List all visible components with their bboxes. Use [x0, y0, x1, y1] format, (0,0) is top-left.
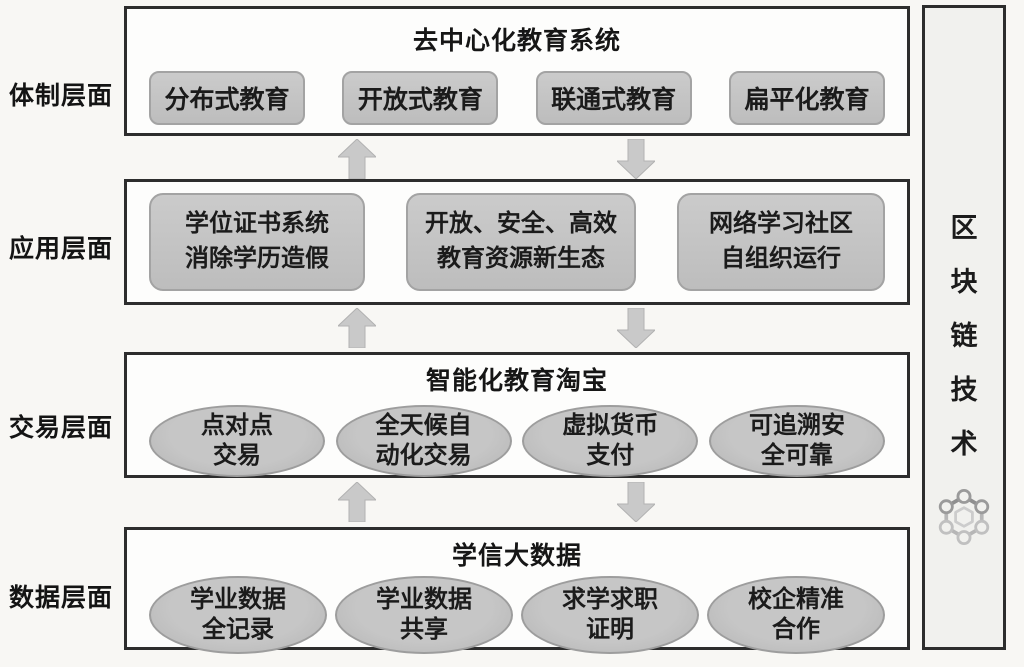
layer-label-transaction: 交易层面: [8, 415, 113, 442]
arrow-up-icon: [338, 482, 376, 522]
blockchain-sidebar-title: 区 块 链 技 术: [951, 206, 978, 461]
arrow-down-icon: [617, 308, 655, 348]
layer-box-application: 学位证书系统 消除学历造假 开放、安全、高效 教育资源新生态 网络学习社区 自组…: [124, 179, 910, 305]
diagram-node: 开放式教育: [342, 71, 499, 125]
sidebar-char: 链: [950, 321, 978, 351]
transaction-node-row: 点对点 交易 全天候自 动化交易 虚拟货币 支付 可追溯安 全可靠: [127, 405, 907, 477]
layer-label-institution: 体制层面: [8, 83, 113, 110]
layer-box-transaction: 智能化教育淘宝 点对点 交易 全天候自 动化交易 虚拟货币 支付 可追溯安 全可…: [124, 352, 910, 478]
diagram-node: 求学求职 证明: [521, 576, 699, 654]
institution-node-row: 分布式教育 开放式教育 联通式教育 扁平化教育: [127, 71, 907, 125]
layer-title-transaction: 智能化教育淘宝: [425, 368, 608, 395]
diagram-node: 学业数据 全记录: [149, 576, 327, 654]
diagram-node: 分布式教育: [149, 71, 305, 125]
blockchain-hexagon-icon: [938, 489, 990, 545]
sidebar-char: 区: [950, 213, 978, 243]
diagram-node: 学业数据 共享: [335, 576, 513, 654]
diagram-node: 虚拟货币 支付: [522, 405, 699, 477]
diagram-node: 全天候自 动化交易: [335, 405, 512, 477]
arrow-up-icon: [338, 308, 376, 348]
diagram-node: 学位证书系统 消除学历造假: [149, 193, 365, 291]
diagram-node: 联通式教育: [535, 71, 692, 125]
arrow-down-icon: [617, 482, 655, 522]
layer-label-data: 数据层面: [8, 585, 113, 612]
diagram-node: 开放、安全、高效 教育资源新生态: [406, 193, 636, 291]
arrow-down-icon: [617, 139, 655, 179]
diagram-node: 点对点 交易: [149, 405, 325, 477]
data-node-row: 学业数据 全记录 学业数据 共享 求学求职 证明 校企精准 合作: [127, 576, 907, 654]
diagram-node: 校企精准 合作: [707, 576, 885, 654]
layer-label-application: 应用层面: [8, 236, 113, 263]
sidebar-char: 技: [950, 375, 978, 405]
diagram-node: 可追溯安 全可靠: [708, 405, 885, 477]
blockchain-sidebar: 区 块 链 技 术: [922, 5, 1006, 650]
layer-title-data: 学信大数据: [451, 543, 582, 570]
layer-title-institution: 去中心化教育系统: [412, 28, 621, 55]
sidebar-char: 术: [950, 429, 978, 459]
arrow-up-icon: [338, 139, 376, 179]
application-node-row: 学位证书系统 消除学历造假 开放、安全、高效 教育资源新生态 网络学习社区 自组…: [127, 193, 907, 291]
layer-box-institution: 去中心化教育系统 分布式教育 开放式教育 联通式教育 扁平化教育: [124, 6, 910, 136]
diagram-node: 扁平化教育: [728, 71, 885, 125]
sidebar-char: 块: [950, 267, 978, 297]
diagram-node: 网络学习社区 自组织运行: [677, 193, 885, 291]
layer-box-data: 学信大数据 学业数据 全记录 学业数据 共享 求学求职 证明 校企精准 合作: [124, 527, 910, 654]
